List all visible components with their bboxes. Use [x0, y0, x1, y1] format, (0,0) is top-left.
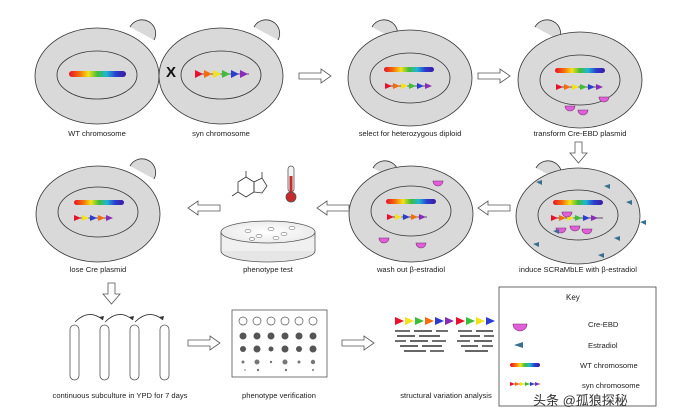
- key-estradiol-icon: [514, 342, 523, 348]
- phenotype-test-setup: [220, 165, 316, 263]
- caption-select-diploid: select for heterozygous diploid: [358, 129, 462, 138]
- arrow-8: [187, 335, 221, 351]
- cell-lose-plasmid: [35, 158, 161, 263]
- cre-ebd-icon: [598, 96, 610, 103]
- arrow-6: [187, 200, 221, 216]
- subculture-arrows: [74, 314, 164, 323]
- wt-chromosome: [69, 71, 126, 77]
- sv-reads: [395, 317, 495, 352]
- molecule-icon: [231, 171, 268, 198]
- caption-transform-plasmid: transform Cre-EBD plasmid: [533, 129, 627, 138]
- estradiol-icon: [640, 220, 646, 225]
- estradiol-icon: [533, 242, 539, 247]
- arrow-4: [477, 200, 511, 216]
- key-label-wt-chromosome: WT chromosome: [580, 361, 638, 370]
- arrow-7: [102, 282, 121, 305]
- cre-ebd-icon: [415, 242, 427, 249]
- caption-phenotype-verification: phenotype verification: [242, 391, 316, 400]
- caption-wash-out: wash out β-estradiol: [376, 265, 446, 274]
- thermometer-icon: [285, 165, 297, 203]
- estradiol-icon: [626, 200, 632, 205]
- key-box: [498, 286, 657, 407]
- cre-ebd-icon: [378, 237, 390, 244]
- key-cre-ebd-icon: [512, 323, 528, 332]
- caption-induce-scramble: induce SCRaMbLE with β-estradiol: [519, 265, 637, 274]
- key-label-syn-chromosome: syn chromosome: [582, 381, 640, 390]
- arrow-3: [569, 141, 588, 164]
- petri-dish: [220, 220, 316, 263]
- cell-syn: [158, 19, 284, 125]
- key-wt-chromosome-icon: [510, 363, 540, 367]
- caption-phenotype-test: phenotype test: [243, 265, 293, 274]
- test-tubes: [69, 324, 170, 381]
- cre-ebd-icon: [577, 109, 589, 116]
- cell-diploid: [347, 19, 473, 127]
- arrow-9: [341, 335, 375, 351]
- cell-wt: [34, 19, 160, 125]
- watermark: 头条 @孤狼探秘: [533, 393, 628, 408]
- caption-wt-chromosome: WT chromosome: [68, 129, 126, 138]
- estradiol-icon: [553, 229, 559, 234]
- cre-ebd-icon: [432, 180, 444, 187]
- arrow-1: [298, 68, 332, 84]
- arrow-5: [316, 200, 350, 216]
- estradiol-icon: [598, 253, 604, 258]
- syn-chromosome: [195, 70, 249, 78]
- key-syn-chromosome-icon: [510, 382, 540, 386]
- cell-wash-out: [348, 160, 474, 263]
- spot-plate: [231, 309, 328, 378]
- cre-ebd-icon: [564, 105, 576, 112]
- key-label-estradiol: Estradiol: [588, 341, 618, 350]
- estradiol-icon: [614, 236, 620, 241]
- caption-subculture: continuous subculture in YPD for 7 days: [52, 391, 188, 400]
- key-title: Key: [566, 293, 580, 302]
- key-label-cre-ebd: Cre-EBD: [588, 320, 619, 329]
- estradiol-icon: [604, 184, 610, 189]
- arrow-2: [477, 68, 511, 84]
- estradiol-icon: [536, 180, 542, 185]
- caption-syn-chromosome: syn chromosome: [192, 129, 250, 138]
- caption-lose-plasmid: lose Cre plasmid: [69, 265, 127, 274]
- cell-transform: [517, 19, 643, 129]
- cell-induce: [515, 160, 646, 265]
- caption-sv-analysis: structural variation analysis: [400, 391, 492, 400]
- cross-symbol: X: [166, 64, 177, 81]
